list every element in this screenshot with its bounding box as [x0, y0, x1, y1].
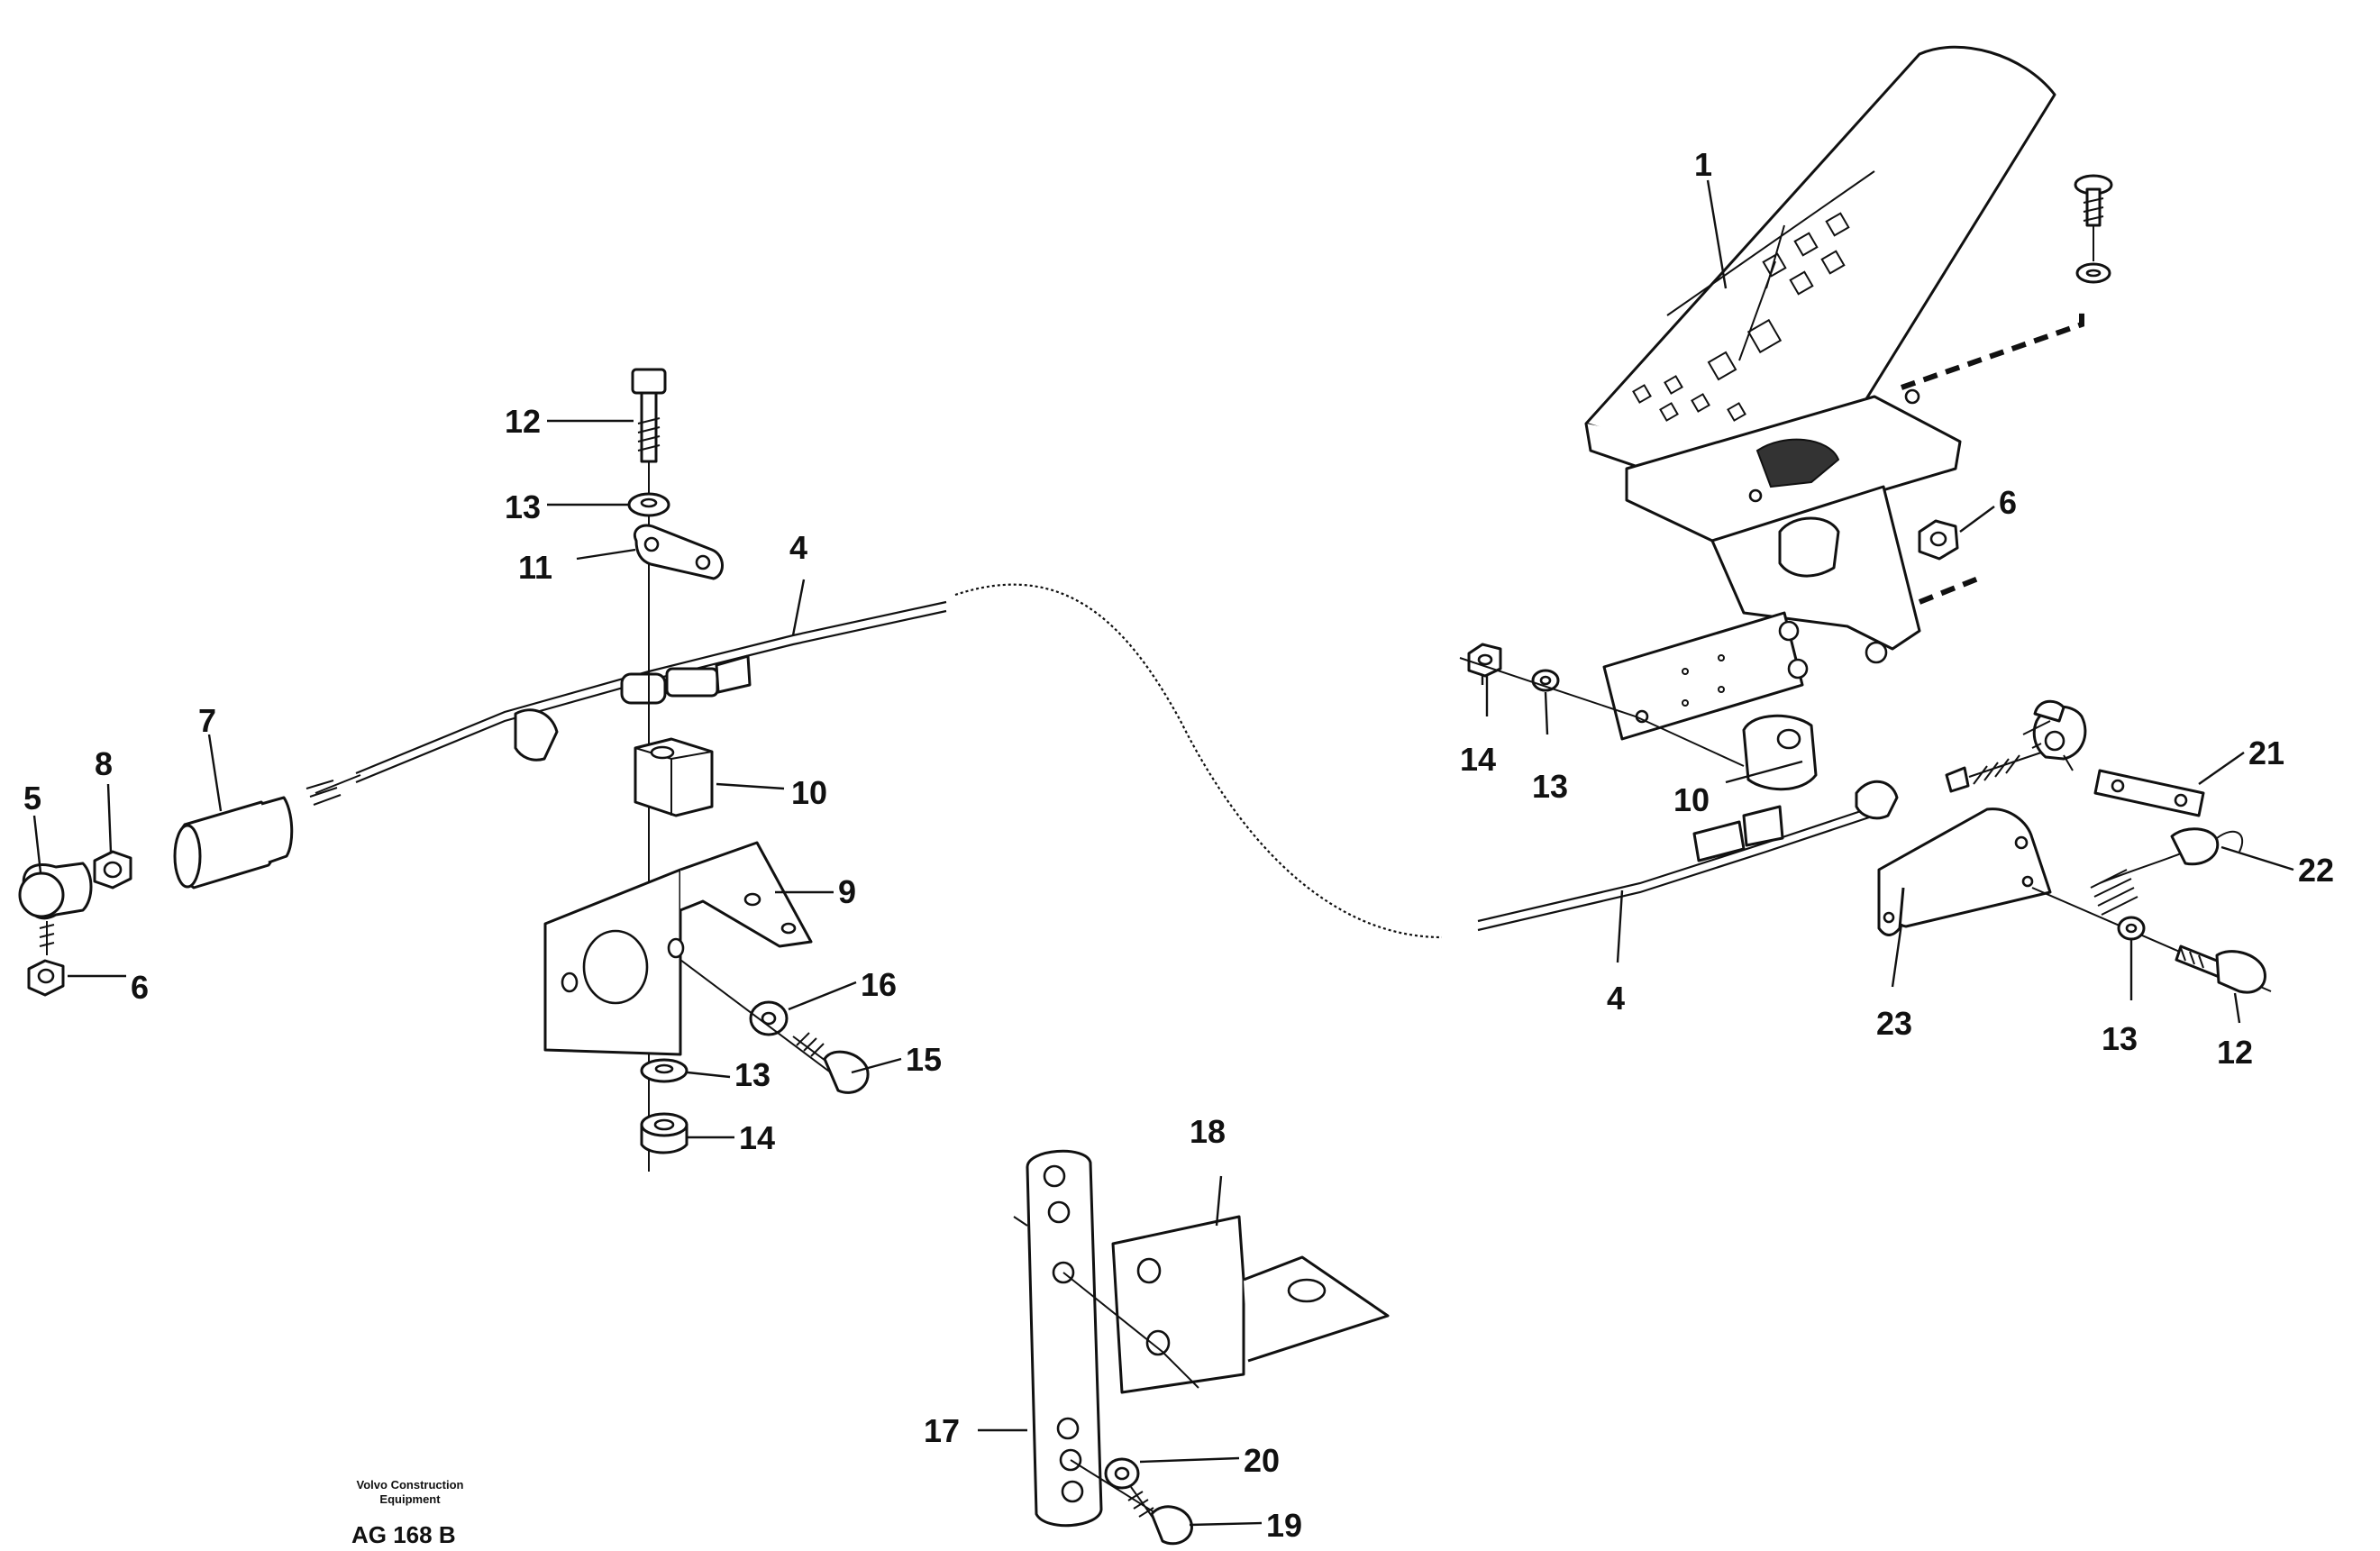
- callout-13-top: 13: [505, 488, 541, 525]
- part-22-spring: [2090, 827, 2244, 916]
- part-5-ball-joint: [18, 862, 93, 955]
- leader-lines: [32, 179, 2294, 1527]
- callout-17: 17: [924, 1412, 960, 1449]
- part-17-link-bar: [1013, 1149, 1103, 1528]
- part-14-nut-lower: [640, 1112, 688, 1154]
- part-1-pedal-assembly: [1584, 45, 2084, 664]
- part-7-cylinder: [173, 796, 294, 890]
- part-8-nut: [93, 850, 132, 890]
- callout-18: 18: [1190, 1113, 1226, 1150]
- part-10-clamp-left: [634, 737, 714, 817]
- part-19-bolt: [1127, 1486, 1193, 1546]
- part-6-nut-right: [1918, 519, 1959, 561]
- callout-10-right: 10: [1673, 781, 1710, 818]
- credit-line-1: Volvo Construction: [357, 1478, 464, 1492]
- credit-block: Volvo Construction Equipment AG 168 B: [351, 1478, 464, 1548]
- pedal-stop-screw: [2074, 174, 2113, 284]
- part-11-clamp-plate: [634, 524, 724, 580]
- part-18-angle-bracket: [1062, 1215, 1390, 1394]
- callout-10-left: 10: [791, 774, 827, 811]
- callout-23: 23: [1876, 1005, 1912, 1042]
- callout-15: 15: [906, 1041, 942, 1078]
- part-15-bolt: [792, 1032, 870, 1094]
- part-12-bolt-right: [2175, 944, 2266, 994]
- part-14-nut-right: [1467, 643, 1502, 678]
- callout-20: 20: [1244, 1442, 1280, 1479]
- part-16-washer: [749, 1000, 789, 1036]
- callout-12-top: 12: [505, 403, 541, 440]
- callout-13-right: 13: [1532, 768, 1568, 805]
- callout-21: 21: [2248, 734, 2284, 771]
- callout-5: 5: [23, 780, 41, 817]
- credit-line-2: Equipment: [379, 1492, 441, 1506]
- callout-12-right: 12: [2217, 1034, 2253, 1071]
- callout-6-left: 6: [131, 969, 149, 1006]
- part-13-washer-right-lower: [2117, 916, 2146, 941]
- callout-7: 7: [198, 702, 216, 739]
- drawing-code: AG 168 B: [351, 1521, 456, 1548]
- part-23-lever-bracket: [1877, 807, 2052, 936]
- assembly-axis-bracket-bolt: [679, 959, 843, 1082]
- part-13-washer-top: [627, 492, 670, 517]
- callout-13-lower-left: 13: [734, 1056, 771, 1093]
- callout-14-right: 14: [1460, 741, 1496, 778]
- cable-right-end-fittings: [1692, 699, 2087, 862]
- callout-1: 1: [1694, 146, 1712, 183]
- part-9-bracket: [543, 841, 813, 1056]
- callout-16: 16: [861, 966, 897, 1003]
- callout-numbers: 1 4 4 5 6 6 7 8 9 10 10 11 12 12 13 13 1…: [23, 146, 2334, 1544]
- callout-22: 22: [2298, 852, 2334, 889]
- callout-8: 8: [95, 745, 113, 782]
- part-13-washer-lower: [640, 1058, 688, 1083]
- part-21-link-plate: [2093, 769, 2205, 817]
- part-12-bolt-top: [631, 368, 667, 463]
- callout-11: 11: [518, 549, 552, 586]
- callout-6-right: 6: [1999, 484, 2017, 521]
- accelerator-cable: [355, 583, 1875, 939]
- callout-13-right-lower: 13: [2102, 1020, 2138, 1057]
- callout-14-lower-left: 14: [739, 1119, 775, 1156]
- pedal-mounting-plate: [1602, 611, 1809, 741]
- part-10-clamp-right: [1742, 714, 1818, 791]
- part-13-washer-right: [1531, 669, 1560, 692]
- callout-4-left: 4: [789, 529, 807, 566]
- callout-19: 19: [1266, 1507, 1302, 1544]
- callout-4-right: 4: [1607, 980, 1625, 1017]
- cable-left-end-fittings: [305, 654, 752, 806]
- part-20-washer: [1104, 1457, 1140, 1490]
- callout-9: 9: [838, 873, 856, 910]
- part-6-nut-left: [27, 959, 65, 997]
- assembly-axis-right-plate: [1459, 657, 1745, 767]
